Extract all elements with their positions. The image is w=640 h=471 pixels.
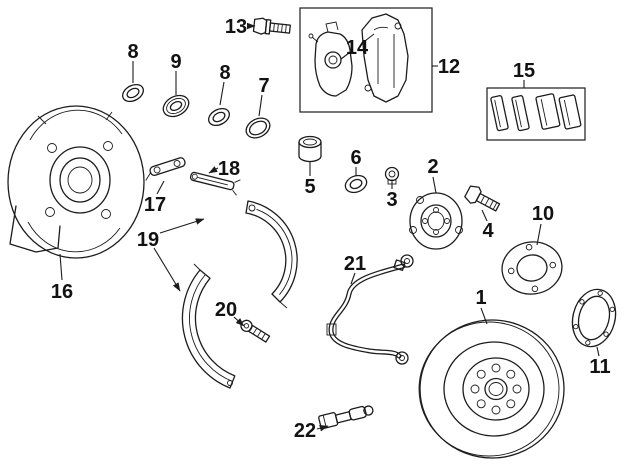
seal-ring-8-right-drawing [208,107,230,127]
callout-18[interactable]: 18 [218,158,240,180]
brake-pad-box-drawing [486,87,586,141]
bolt-4-drawing [464,185,501,212]
callout-19[interactable]: 19 [137,229,159,251]
gasket-11-drawing [571,288,617,348]
callout-10[interactable]: 10 [532,203,554,225]
callout-16[interactable]: 16 [51,281,73,303]
callout-12[interactable]: 12 [438,56,460,78]
callout-13[interactable]: 13 [225,16,247,38]
callout-labels: 1 2 3 4 5 6 7 8 8 9 10 11 12 13 14 15 16… [51,16,611,442]
backing-plate-drawing [7,105,145,259]
callout-17[interactable]: 17 [144,194,166,216]
callout-2[interactable]: 2 [427,156,438,178]
callout-4[interactable]: 4 [482,220,494,242]
caliper-box-drawing [299,7,433,113]
callout-14[interactable]: 14 [346,37,369,59]
ring-7-drawing [245,117,271,139]
callout-8-left[interactable]: 8 [127,41,138,63]
piston-5-drawing [298,135,322,163]
callout-6[interactable]: 6 [350,147,361,169]
seal-ring-9-drawing [162,94,190,118]
callout-9[interactable]: 9 [170,51,181,73]
callout-3[interactable]: 3 [386,189,397,211]
adjuster-bolt-20-drawing [240,319,271,343]
callout-20[interactable]: 20 [215,299,237,321]
caliper-bracket-drawing [361,13,409,103]
speed-sensor-22-drawing [318,405,374,430]
brake-rotor-1-drawing [418,319,565,459]
bolt-13-drawing [252,17,291,35]
callout-11[interactable]: 11 [589,356,610,378]
leader-lines [59,22,600,432]
seal-ring-8-left-drawing [122,83,144,103]
callout-15[interactable]: 15 [513,60,535,82]
brake-hose-21-drawing [326,254,414,365]
brake-shoes-19-drawing [181,200,298,389]
strut-18-drawing [189,171,241,196]
callout-21[interactable]: 21 [344,253,366,275]
dust-cover-10-drawing [501,241,563,295]
adjuster-17-drawing [145,157,186,181]
callout-22[interactable]: 22 [294,420,316,442]
callout-5[interactable]: 5 [304,176,315,198]
seal-6-drawing [344,174,368,194]
callout-7[interactable]: 7 [258,75,269,97]
hub-2-drawing [409,192,463,250]
caliper-housing-drawing [308,21,353,97]
callout-1[interactable]: 1 [475,287,486,309]
callout-8-right[interactable]: 8 [219,62,230,84]
